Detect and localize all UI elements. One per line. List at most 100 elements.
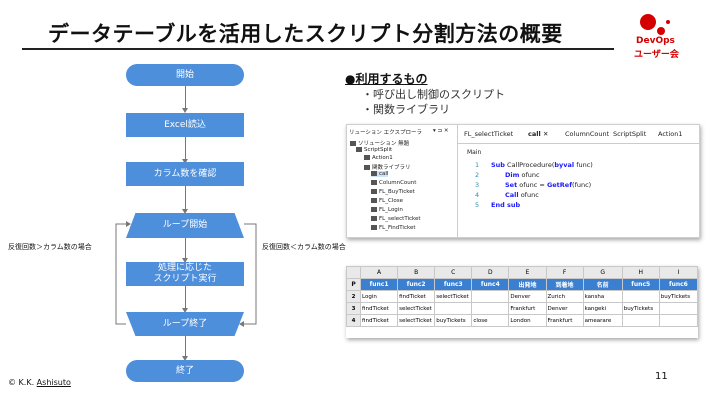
data-table-screenshot: A B C D E F G H I P func1 func2 func3 fu… bbox=[345, 266, 699, 338]
table-cell[interactable]: close bbox=[471, 314, 510, 327]
tree-item-label: call bbox=[379, 171, 389, 177]
tree-item-findticket[interactable]: FL_FindTicket bbox=[371, 225, 416, 231]
tree-item-buyticket[interactable]: FL_BuyTicket bbox=[371, 189, 415, 195]
tree-item-function-library[interactable]: 関数ライブラリ bbox=[364, 163, 411, 171]
table-cell[interactable]: Login bbox=[360, 290, 399, 303]
table-cell[interactable]: Frankfurt bbox=[545, 314, 584, 327]
library-icon bbox=[371, 189, 377, 194]
tree-item-selectticket[interactable]: FL_selectTicket bbox=[371, 216, 421, 222]
title-underline bbox=[22, 48, 614, 50]
code-line-4: Call ofunc bbox=[505, 191, 539, 199]
tree-item-action1[interactable]: Action1 bbox=[364, 155, 393, 161]
table-cell[interactable]: findTicket bbox=[360, 314, 399, 327]
table-cell[interactable]: Denver bbox=[545, 302, 584, 315]
tab-columncount[interactable]: ColumnCount bbox=[565, 130, 610, 138]
tab-call[interactable]: call ✕ bbox=[528, 130, 549, 138]
flow-arrow-5 bbox=[185, 286, 186, 310]
code-breadcrumb: Main bbox=[467, 149, 482, 156]
right-loop-condition: 反復回数＜カラム数の場合 bbox=[262, 243, 346, 251]
info-item-function-library: ・関数ライブラリ bbox=[362, 103, 450, 116]
solution-explorer: リューション エクスプローラ ▾ ⊐ ✕ ソリューション 無題 ScriptSp… bbox=[347, 125, 458, 237]
explorer-title: リューション エクスプローラ bbox=[349, 130, 422, 136]
flow-end-label: 終了 bbox=[175, 365, 194, 376]
tab-scriptsplit[interactable]: ScriptSplit bbox=[613, 130, 647, 138]
table-cell[interactable]: selectTicket bbox=[434, 290, 473, 303]
code-line-2: Dim ofunc bbox=[505, 171, 540, 179]
col-letter: G bbox=[582, 266, 623, 279]
table-cell[interactable] bbox=[658, 302, 699, 315]
col-letter: D bbox=[471, 266, 510, 279]
info-heading-text: ●利用するもの bbox=[345, 72, 428, 86]
solution-icon bbox=[350, 141, 356, 146]
flow-execute-script: 処理に応じた スクリプト実行 bbox=[126, 262, 244, 286]
col-letter: E bbox=[508, 266, 547, 279]
table-cell[interactable] bbox=[658, 314, 699, 327]
tree-item-label: ScriptSplit bbox=[364, 147, 393, 153]
code-line-1: Sub CallProcedure(byval func) bbox=[491, 161, 593, 169]
copyright-company[interactable]: Ashisuto bbox=[36, 378, 71, 387]
header-cell: func6 bbox=[658, 278, 699, 291]
editor-tabs: FL_selectTicket call ✕ ColumnCount Scrip… bbox=[458, 125, 699, 144]
kw-dim: Dim bbox=[505, 171, 520, 179]
flow-loop-end-label: ループ終了 bbox=[162, 318, 208, 329]
flow-arrowhead-2 bbox=[182, 159, 188, 164]
tab-action1[interactable]: Action1 bbox=[658, 130, 683, 138]
tree-item-scriptsplit[interactable]: ScriptSplit bbox=[356, 147, 392, 153]
tree-item-call[interactable]: call bbox=[371, 171, 389, 177]
code-text: func) bbox=[574, 161, 593, 169]
table-cell[interactable]: selectTicket bbox=[397, 314, 436, 327]
library-icon bbox=[371, 171, 377, 176]
table-row: 3 findTicket selectTicket Frankfurt Denv… bbox=[345, 302, 699, 315]
tree-item-label: FL_BuyTicket bbox=[379, 189, 415, 195]
flow-excel-import-label: Excel読込 bbox=[164, 119, 206, 130]
tree-item-label: FL_FindTicket bbox=[379, 225, 416, 231]
tree-item-solution[interactable]: ソリューション 無題 bbox=[350, 139, 409, 147]
tree-item-login[interactable]: FL_Login bbox=[371, 207, 403, 213]
action-icon bbox=[364, 155, 370, 160]
table-cell[interactable] bbox=[621, 290, 660, 303]
table-cell[interactable]: Denver bbox=[508, 290, 547, 303]
tree-item-label: FL_selectTicket bbox=[379, 216, 421, 222]
col-letter: C bbox=[434, 266, 473, 279]
loop-connectors bbox=[115, 221, 257, 327]
table-cell[interactable]: findTicket bbox=[397, 290, 436, 303]
flow-arrowhead-1 bbox=[182, 108, 188, 113]
table-cell[interactable]: Frankfurt bbox=[508, 302, 547, 315]
tab-fl-selectticket[interactable]: FL_selectTicket bbox=[464, 130, 514, 138]
table-cell[interactable] bbox=[434, 302, 473, 315]
header-cell: 到着地 bbox=[545, 278, 584, 291]
flow-arrow-6 bbox=[185, 336, 186, 358]
project-icon bbox=[356, 147, 362, 152]
logo-text-devops: DevOps bbox=[636, 36, 675, 46]
flow-start: 開始 bbox=[126, 64, 244, 86]
library-icon bbox=[371, 225, 377, 230]
flow-check-columns-label: カラム数を確認 bbox=[153, 168, 217, 179]
table-cell[interactable]: buyTickets bbox=[434, 314, 473, 327]
right-loop-arrowhead bbox=[239, 321, 244, 327]
col-letter: F bbox=[545, 266, 584, 279]
info-item-control-script: ・呼び出し制御のスクリプト bbox=[362, 88, 505, 101]
tree-item-columncount[interactable]: ColumnCount bbox=[371, 180, 416, 186]
table-cell[interactable]: London bbox=[508, 314, 547, 327]
table-cell[interactable]: buyTickets bbox=[621, 302, 660, 315]
table-cell[interactable]: kansha bbox=[582, 290, 623, 303]
tree-item-label: 関数ライブラリ bbox=[372, 165, 411, 171]
flow-excel-import: Excel読込 bbox=[126, 113, 244, 137]
table-cell[interactable]: selectTicket bbox=[397, 302, 436, 315]
code-line-3: Set ofunc = GetRef(func) bbox=[505, 181, 591, 189]
header-cell: 名前 bbox=[582, 278, 623, 291]
table-cell[interactable] bbox=[621, 314, 660, 327]
table-cell[interactable]: kangeki bbox=[582, 302, 623, 315]
table-cell[interactable]: findTicket bbox=[360, 302, 399, 315]
copyright-prefix: © K.K. bbox=[8, 378, 37, 387]
tree-item-label: ColumnCount bbox=[379, 180, 417, 186]
table-cell[interactable]: Zurich bbox=[545, 290, 584, 303]
header-cell: func2 bbox=[397, 278, 436, 291]
table-cell[interactable]: buyTickets bbox=[658, 290, 699, 303]
flow-arrow-2 bbox=[185, 137, 186, 161]
table-cell[interactable] bbox=[471, 290, 510, 303]
table-cell[interactable] bbox=[471, 302, 510, 315]
tree-item-close[interactable]: FL_Close bbox=[371, 198, 403, 204]
table-cell[interactable]: amearare bbox=[582, 314, 623, 327]
